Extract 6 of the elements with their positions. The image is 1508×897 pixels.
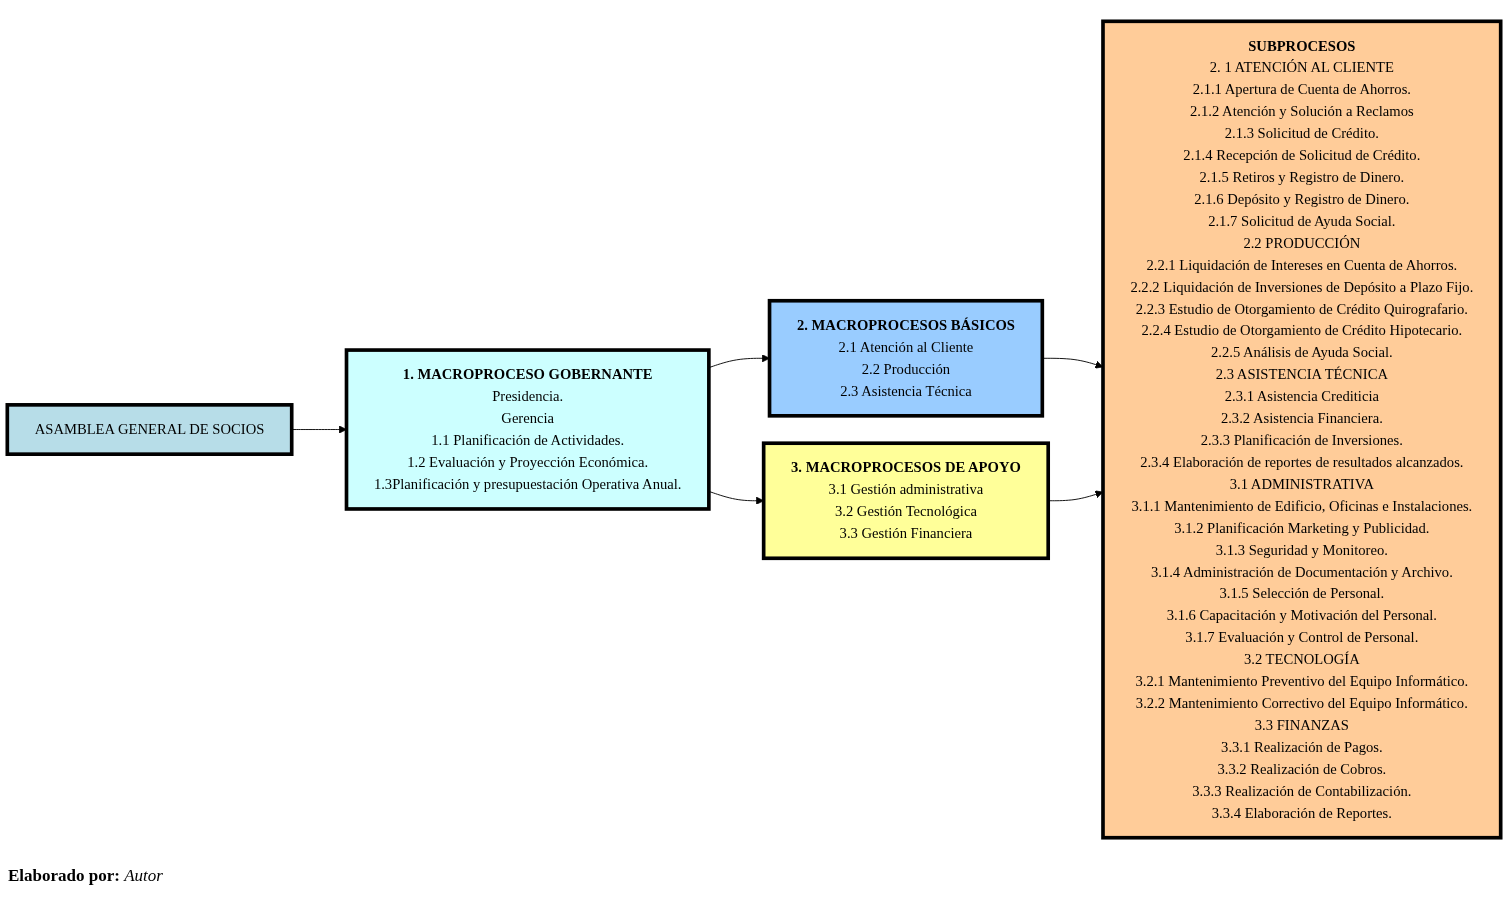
node-box: 1. MACROPROCESO GOBERNANTE Presidencia. Gerencia 1.1 Planificación de Actividades. 1.2 Evaluación y Proyección Económica. 1.3Planificación y presupuestación Operativa Anual. — [344, 348, 711, 512]
node-box: ASAMBLEA GENERAL DE SOCIOS — [5, 403, 294, 457]
node-box: SUBPROCESOS 2. 1 ATENCIÓN AL CLIENTE 2.1.1 Apertura de Cuenta de Ahorros. 2.1.2 Atención y Solución a Reclamos 2.1.3 Solicitud de Crédito. 2.1.4 Recepción de Solicitud de Crédito. 2.1.5 Retiros y Registro de Dinero. 2.1.6 Depósito y Registro de Dinero. 2.1.7 Solicitud de Ayuda Social. 2.2 PRODUCCIÓN 2.2.1 Liquidación de Intereses en Cuenta de Ahorros. 2.2.2 Liquidación de Inversiones de Depósito a Plazo Fijo. 2.2.3 Estudio de Otorgamiento de Crédito Quirografario. 2.2.4 Estudio de Otorgamiento de Crédito Hipotecario. 2.2.5 Análisis de Ayuda Social. 2.3 ASISTENCIA TÉCNICA 2.3.1 Asistencia Crediticia 2.3.2 Asistencia Financiera. 2.3.3 Planificación de Inversiones. 2.3.4 Elaboración de reportes de resultados alcanzados. 3.1 ADMINISTRATIVA 3.1.1 Mantenimiento de Edificio, Oficinas e Instalaciones. 3.1.2 Planificación Marketing y Publicidad. 3.1.3 Seguridad y Monitoreo. 3.1.4 Administración de Documentación y Archivo. 3.1.5 Selección de Personal. 3.1.6 Capacitación y Motivación del Personal. 3.1.7 Evaluación y Control de Personal. 3.2 TECNOLOGÍA 3.2.1 Mantenimiento Preventivo del Equipo Informático. 3.2.2 Mantenimiento Correctivo del Equipo Informático. 3.3 FINANZAS 3.3.1 Realización de Pagos. 3.3.2 Realización de Cobros. 3.3.3 Realización de Contabilización. 3.3.4 Elaboración de Reportes. — [1101, 19, 1503, 841]
caption: Elaborado por: Autor — [8, 866, 163, 886]
node-box: 3. MACROPROCESOS DE APOYO 3.1 Gestión administrativa 3.2 Gestión Tecnológica 3.3 Gestión Financiera — [761, 441, 1051, 561]
node-box: 2. MACROPROCESOS BÁSICOS 2.1 Atención al Cliente 2.2 Producción 2.3 Asistencia Técnica — [767, 299, 1045, 419]
